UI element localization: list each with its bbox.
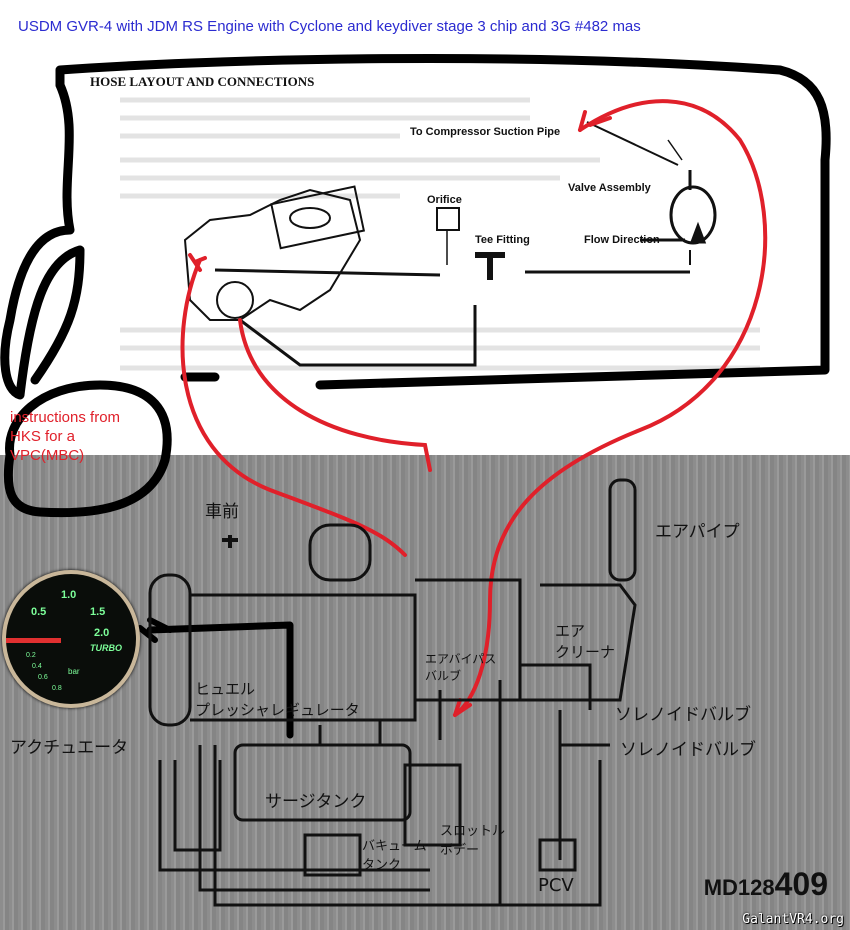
gauge-tick: 2.0 bbox=[94, 627, 110, 639]
label-surge-tank: サージタンク bbox=[265, 792, 367, 812]
watermark: GalantVR4.org bbox=[742, 912, 844, 927]
diagram-code-prefix: MD128 bbox=[703, 875, 775, 900]
label-air-bypass-valve: エアバイパス バルブ bbox=[425, 652, 497, 683]
label-tee-fitting: Tee Fitting bbox=[475, 234, 530, 246]
turbo-illustration bbox=[183, 185, 366, 321]
gauge-vac-tick: 0.8 bbox=[52, 685, 62, 692]
hks-heading: HOSE LAYOUT AND CONNECTIONS bbox=[90, 74, 315, 89]
label-air-cleaner: エア クリーナ bbox=[555, 622, 616, 661]
boost-gauge: 1.0 0.5 1.5 2.0 TURBO 0.2 0.4 0.6 0.8 ba… bbox=[2, 570, 140, 708]
hks-instructions-note: instructions from HKS for a VPC(MBC) bbox=[10, 409, 121, 464]
diagram-code-suffix: 409 bbox=[774, 866, 828, 902]
label-front: 車前 bbox=[205, 502, 239, 522]
label-solenoid-valve-1: ソレノイドバルブ bbox=[615, 705, 751, 725]
label-orifice: Orifice bbox=[427, 194, 462, 206]
gauge-needle bbox=[6, 638, 61, 643]
label-air-pipe: エアパイプ bbox=[655, 522, 740, 542]
page-title: USDM GVR-4 with JDM RS Engine with Cyclo… bbox=[18, 18, 641, 35]
label-actuator: アクチュエータ bbox=[10, 738, 129, 758]
gauge-tick: 1.0 bbox=[61, 589, 77, 601]
label-fuel-pressure-regulator: ヒュエル プレッシャレギュレータ bbox=[195, 680, 360, 719]
gauge-vac-tick: 0.2 bbox=[26, 652, 36, 659]
label-vacuum-tank: バキューム タンク bbox=[362, 839, 427, 873]
gauge-turbo-label: TURBO bbox=[90, 643, 122, 653]
gauge-unit: bar bbox=[68, 667, 80, 676]
diagram-code: MD128409 bbox=[704, 866, 828, 902]
jdm-vacuum-diagram-background bbox=[0, 455, 850, 930]
gauge-tick: 0.5 bbox=[31, 606, 47, 618]
label-solenoid-valve-2: ソレノイドバルブ bbox=[620, 740, 756, 760]
gauge-vac-tick: 0.4 bbox=[32, 663, 42, 670]
label-compressor-suction-pipe: To Compressor Suction Pipe bbox=[410, 126, 561, 138]
gauge-tick: 1.5 bbox=[90, 606, 106, 618]
label-pcv: PCV bbox=[538, 875, 574, 896]
label-valve-assembly: Valve Assembly bbox=[568, 182, 651, 194]
label-flow-direction: Flow Direction bbox=[584, 234, 660, 246]
gauge-vac-tick: 0.6 bbox=[38, 674, 48, 681]
label-throttle-body: スロットル ボデー bbox=[440, 824, 506, 858]
